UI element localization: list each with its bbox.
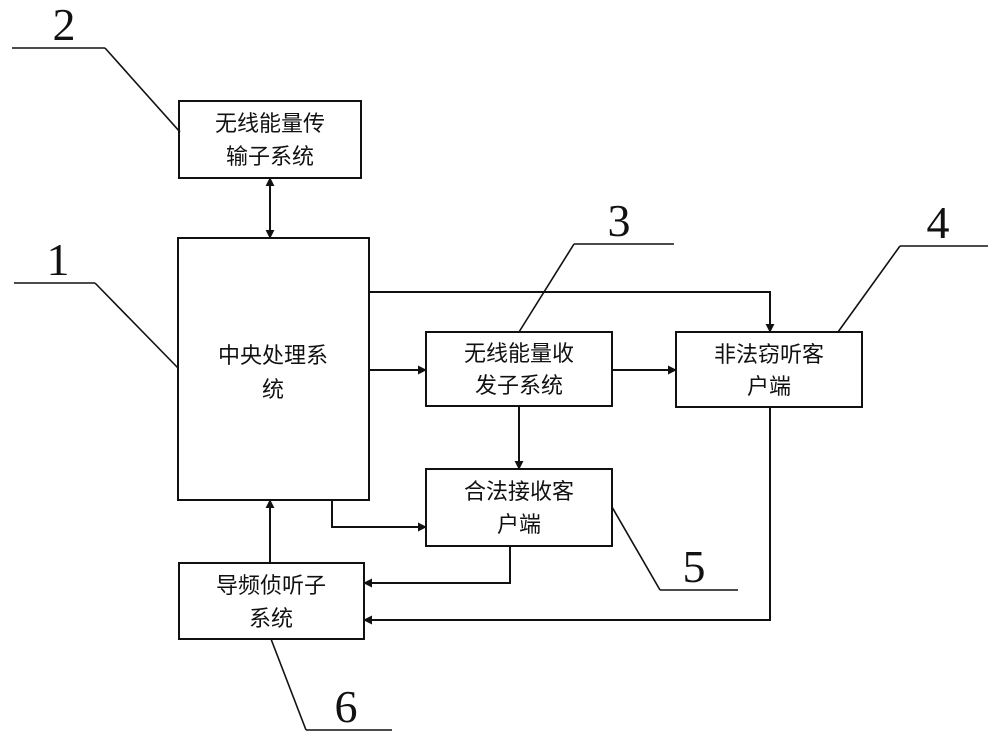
- block-label-line2: 系统: [249, 607, 293, 632]
- reference-number: 4: [927, 197, 950, 248]
- block-label-line2: 发子系统: [475, 374, 563, 399]
- callout-4: 4: [837, 197, 988, 333]
- reference-number: 6: [335, 681, 358, 732]
- callout-1: 1: [14, 234, 179, 369]
- reference-number: 2: [53, 0, 76, 50]
- block-label-line2: 输子系统: [226, 145, 314, 170]
- block-wireless-power-transceiver: 无线能量收 发子系统: [425, 331, 613, 407]
- block-label-line2: 户端: [747, 375, 791, 400]
- arrow-central-receiver: [331, 500, 427, 532]
- callout-6: 6: [270, 638, 392, 732]
- callout-5: 5: [611, 506, 738, 592]
- block-illegal-eavesdropper: 非法窃听客 户端: [675, 331, 863, 408]
- reference-number: 1: [47, 234, 70, 285]
- block-label-line1: 中央处理系: [218, 344, 328, 369]
- block-label-line1: 无线能量传: [215, 112, 325, 137]
- reference-number: 5: [683, 541, 706, 592]
- block-label-line1: 导频侦听子: [216, 574, 326, 599]
- block-central-processing: 中央处理系 统: [177, 237, 370, 501]
- block-label-line2: 户端: [497, 513, 541, 538]
- arrow-receiver-pilot: [363, 546, 511, 588]
- block-label-line1: 无线能量收: [464, 342, 574, 367]
- block-label-line2: 统: [262, 378, 284, 403]
- block-pilot-detection: 导频侦听子 系统: [178, 562, 365, 640]
- arrow-eavesdropper-pilot: [363, 407, 771, 625]
- arrow-central-eavesdropper: [369, 291, 775, 333]
- block-label-line1: 合法接收客: [464, 480, 574, 505]
- block-legal-receiver: 合法接收客 户端: [425, 468, 613, 547]
- block-wireless-power-transfer: 无线能量传 输子系统: [178, 100, 362, 179]
- callout-3: 3: [518, 195, 674, 333]
- block-label-line1: 非法窃听客: [714, 343, 824, 368]
- reference-number: 3: [608, 195, 631, 246]
- callout-2: 2: [12, 0, 181, 133]
